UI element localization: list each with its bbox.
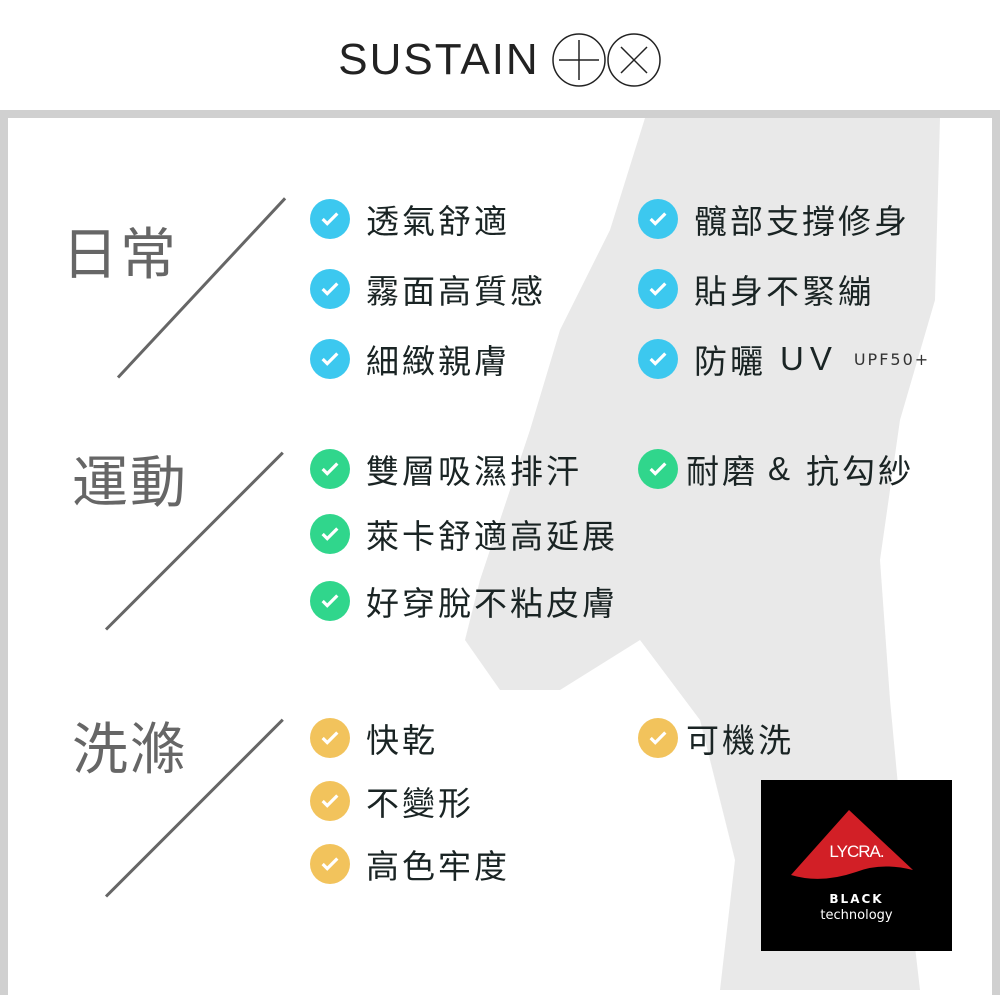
check-icon xyxy=(638,199,678,239)
feature-label: 防曬 xyxy=(694,342,766,381)
lycra-triangle-logo xyxy=(791,810,913,879)
upf-label: UPF50+ xyxy=(853,349,931,369)
feature-item: 防曬 UV UPF50+ xyxy=(638,335,930,383)
lycra-brand: LYCRA. xyxy=(829,842,884,861)
category-daily: 日常 xyxy=(62,223,178,288)
feature-item: 霧面高質感 xyxy=(310,265,546,313)
feature-label: 抗勾紗 xyxy=(806,452,915,491)
category-wash: 洗滌 xyxy=(72,718,188,783)
feature-label: 雙層吸濕排汗 xyxy=(366,452,582,491)
lycra-black-badge: LYCRA. BLACK technology xyxy=(761,780,952,951)
logo-text: SUSTAIN xyxy=(338,35,540,84)
feature-label: 高色牢度 xyxy=(366,847,510,886)
badge-line1: BLACK xyxy=(829,892,884,906)
feature-label: 不變形 xyxy=(366,784,474,823)
feature-item: 耐磨&抗勾紗 xyxy=(638,445,914,493)
check-icon xyxy=(638,339,678,379)
check-icon xyxy=(310,339,350,379)
feature-item: 高色牢度 xyxy=(310,840,510,888)
badge-line2: technology xyxy=(820,908,893,923)
feature-item: 髖部支撐修身 xyxy=(638,195,910,243)
feature-item: 可機洗 xyxy=(638,714,794,762)
check-icon xyxy=(310,718,350,758)
check-icon xyxy=(310,781,350,821)
feature-label: 萊卡舒適高延展 xyxy=(366,517,618,556)
feature-item: 透氣舒適 xyxy=(310,195,510,243)
feature-label: 細緻親膚 xyxy=(366,342,510,381)
category-sport: 運動 xyxy=(72,451,188,516)
feature-label: 快乾 xyxy=(366,721,438,760)
ampersand: & xyxy=(768,450,797,487)
brand-logo: SUSTAIN xyxy=(0,32,1000,88)
check-icon xyxy=(638,449,678,489)
feature-item: 快乾 xyxy=(310,714,438,762)
feature-item: 萊卡舒適高延展 xyxy=(310,510,618,558)
check-icon xyxy=(638,718,678,758)
check-icon xyxy=(310,581,350,621)
feature-label: 髖部支撐修身 xyxy=(694,202,910,241)
check-icon xyxy=(638,269,678,309)
feature-item: 好穿脫不粘皮膚 xyxy=(310,577,618,625)
check-icon xyxy=(310,199,350,239)
check-icon xyxy=(310,514,350,554)
feature-item: 雙層吸濕排汗 xyxy=(310,445,582,493)
feature-item: 貼身不緊繃 xyxy=(638,265,874,313)
feature-label: 好穿脫不粘皮膚 xyxy=(366,584,618,623)
feature-label: 霧面高質感 xyxy=(366,272,546,311)
check-icon xyxy=(310,449,350,489)
plus-times-logo-icon xyxy=(551,33,661,87)
uv-label: UV xyxy=(780,340,838,377)
feature-label: 可機洗 xyxy=(686,721,794,760)
feature-item: 不變形 xyxy=(310,777,474,825)
feature-item: 細緻親膚 xyxy=(310,335,510,383)
content-frame xyxy=(0,110,1000,995)
check-icon xyxy=(310,269,350,309)
feature-label: 耐磨 xyxy=(686,452,758,491)
feature-label: 貼身不緊繃 xyxy=(694,272,874,311)
check-icon xyxy=(310,844,350,884)
feature-label: 透氣舒適 xyxy=(366,202,510,241)
